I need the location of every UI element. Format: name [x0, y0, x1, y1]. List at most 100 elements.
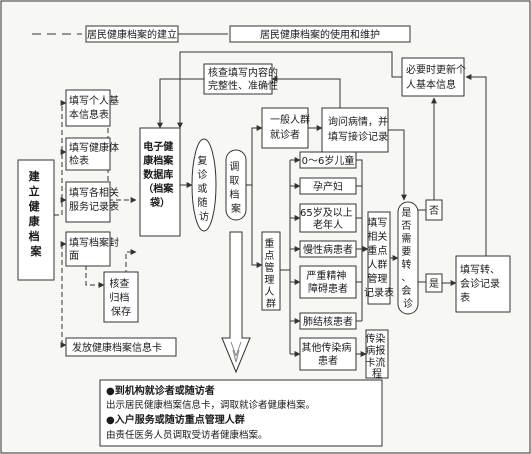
note-2-body: 由责任医务人员调取受访者健康档案。	[106, 429, 268, 441]
notes-box	[99, 379, 383, 447]
referral-record-to-update-line	[465, 74, 487, 256]
retrieve-to-general-line	[246, 125, 263, 186]
report-line-2: 病报	[365, 344, 385, 357]
key-population-char-2: 点	[264, 250, 274, 262]
retrieve-char-1: 调	[229, 161, 239, 173]
referral-record-line-3: 表	[460, 291, 470, 304]
ehr-database-label: 电子健 康档案 数据库 （档案 袋）	[143, 140, 176, 209]
report-process-label: 传染 病报 卡流 程	[365, 332, 388, 380]
fill-personal-info-line-1: 填写个人基	[69, 94, 119, 107]
pregnant-label: 孕产妇	[313, 180, 343, 193]
key-population-char-3: 管	[264, 261, 274, 274]
check-archive-label: 核查 归档 保存	[109, 277, 132, 318]
referral-question-label: 是 否 需 要 转 、 会 诊	[401, 207, 414, 310]
check-archive-line-3: 保存	[111, 305, 131, 318]
inquire-record-label: 询问病情，并 填写接诊记录	[328, 115, 391, 143]
fill-personal-info-box	[65, 89, 111, 127]
update-to-database-line	[177, 51, 402, 129]
general-visitor-label: 一般人群 就诊者	[270, 113, 313, 141]
hollow-down-arrow	[221, 231, 251, 374]
referral-q-char-1: 是	[401, 207, 411, 219]
fill-checkup-label: 填写健康体 检表	[69, 141, 122, 167]
verify-content-line-1: 核查填写内容的	[208, 66, 278, 79]
update-info-line-2: 人基本信息	[406, 78, 456, 91]
build-char-5: 档	[29, 229, 40, 243]
fill-personal-info-label: 填写个人基 本信息表	[69, 94, 122, 121]
fill-personal-info-line-2: 本信息表	[69, 108, 109, 121]
infectious-box	[299, 337, 357, 371]
fill-key-record-label: 填写 相关 重点 人群 管理 记录表	[364, 216, 394, 299]
retrieve-to-key-line	[251, 185, 263, 268]
inquire-record-box	[321, 107, 389, 153]
collector-lines	[356, 159, 369, 357]
retrieve-record-label: 调 取 档 案	[229, 161, 242, 215]
fill-service-record-line-1: 填写各相关	[69, 186, 119, 199]
elderly-box	[299, 203, 357, 233]
build-char-2: 立	[29, 184, 40, 198]
fill-key-line-5: 管理	[367, 272, 387, 285]
key-population-char-4: 理	[264, 274, 274, 286]
referral-q-char-7: 会	[401, 284, 411, 297]
revisit-char-4: 随	[197, 196, 207, 209]
note-1-title: ●到机构就诊者或随访者	[106, 384, 215, 397]
infectious-label: 其他传染病 患者	[301, 341, 354, 367]
referral-record-line-1: 填写转、	[460, 263, 500, 276]
issue-card-box	[65, 337, 177, 357]
verify-content-label: 核查填写内容的 完整性、准确性	[208, 66, 281, 92]
check-archive-box	[103, 271, 139, 323]
infectious-line-1: 其他传染病	[301, 341, 351, 354]
update-info-line-1: 必要时更新个	[406, 63, 466, 76]
legend-use-label: 居民健康档案的使用和维护	[260, 28, 380, 41]
report-line-3: 卡流	[365, 356, 385, 369]
referral-q-char-3: 需	[401, 233, 411, 245]
check-archive-line-1: 核查	[109, 277, 129, 290]
key-population-box	[261, 231, 281, 311]
fill-checkup-box	[65, 137, 111, 171]
tb-label: 肺结核患者	[303, 315, 353, 328]
build-char-1: 建	[29, 169, 41, 183]
key-population-char-1: 重	[264, 237, 274, 250]
inquire-record-line-2: 填写接诊记录	[328, 130, 388, 143]
legend-build-label: 居民健康档案的建立	[87, 28, 177, 41]
general-visitor-line-1: 一般人群	[270, 113, 310, 126]
referral-record-label: 填写转、 会诊记录 表	[460, 263, 503, 304]
child-0-6-label: 0～6岁儿童	[302, 154, 355, 167]
key-branch-lines	[280, 157, 301, 357]
fill-cover-box	[65, 231, 111, 267]
retrieve-char-3: 档	[229, 188, 239, 201]
check-archive-line-2: 归档	[109, 291, 129, 304]
elderly-line-1: 65岁及以上	[300, 206, 353, 219]
fill-key-line-2: 相关	[367, 230, 387, 243]
fill-key-line-4: 人群	[367, 258, 387, 271]
build-char-6: 案	[30, 244, 43, 258]
fill-key-line-3: 重点	[367, 244, 387, 257]
fill-service-record-box	[65, 181, 111, 223]
mental-box	[299, 265, 357, 299]
yes-label: 是	[429, 278, 439, 290]
build-char-3: 健	[29, 199, 41, 213]
note-1-body: 出示居民健康档案信息卡，调取就诊者健康档案。	[106, 399, 315, 411]
retrieve-char-2: 取	[229, 175, 239, 187]
fill-cover-label: 填写档案封 面	[69, 236, 122, 262]
inquire-record-line-1: 询问病情，并	[328, 115, 388, 128]
general-visitor-box	[261, 107, 309, 149]
mental-line-2: 障碍患者	[308, 282, 348, 295]
referral-record-box	[455, 255, 511, 313]
revisit-ellipse	[191, 138, 217, 232]
inquire-to-referral-line	[388, 129, 407, 201]
build-char-4: 康	[29, 214, 41, 228]
elderly-line-2: 老年人	[313, 218, 343, 231]
note-2-title: ●入户服务或随访重点管理人群	[106, 413, 245, 426]
mental-line-1: 严重精神	[306, 269, 346, 282]
ehr-database-line-5: 袋）	[149, 196, 170, 209]
legend-use-box	[229, 25, 411, 43]
fill-service-record-line-2: 服务记录表	[69, 200, 119, 213]
revisit-char-2: 诊	[197, 168, 207, 181]
infectious-line-2: 患者	[318, 355, 338, 367]
report-line-1: 传染	[365, 332, 385, 345]
referral-q-char-5: 转	[401, 258, 411, 271]
elderly-label: 65岁及以上 老年人	[300, 206, 356, 231]
update-info-label: 必要时更新个 人基本信息	[406, 63, 469, 91]
